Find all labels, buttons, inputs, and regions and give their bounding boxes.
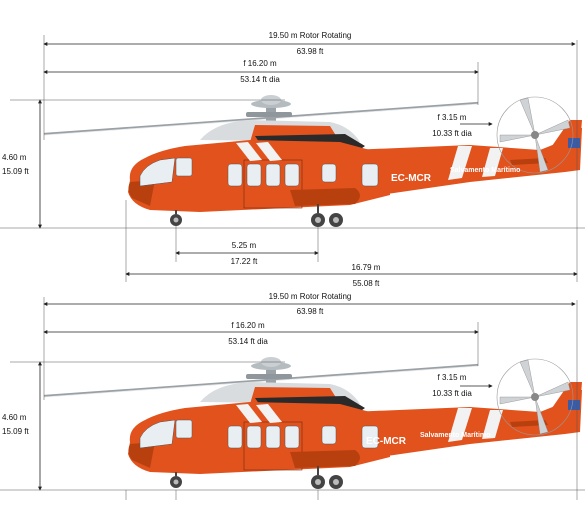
wheelbase: 5.25 m <box>232 241 257 250</box>
height: 4.60 m <box>2 153 27 162</box>
view-bottom: 19.50 m Rotor Rotating 63.98 ft f 16.20 … <box>0 292 585 500</box>
main-rotor-diameter-ft: 53.14 ft dia <box>240 75 280 84</box>
tail-rotor-diameter-ft: 10.33 ft dia <box>432 129 472 138</box>
helicopter-side-view-2 <box>42 355 584 491</box>
tail-rotor-diameter: f 3.15 m <box>438 113 467 122</box>
rotor-rotating-length-ft: 63.98 ft <box>297 47 324 56</box>
height: 4.60 m <box>2 413 27 422</box>
livery-text: Salvamento Marítimo <box>420 432 490 439</box>
overall-length-ft: 55.08 ft <box>353 279 380 288</box>
tail-rotor-diameter-ft: 10.33 ft dia <box>432 389 472 398</box>
rotor-rotating-length: 19.50 m Rotor Rotating <box>269 31 352 40</box>
tail-rotor-diameter: f 3.15 m <box>438 373 467 382</box>
registration-mark: EC-MCR <box>366 436 407 447</box>
wheelbase-ft: 17.22 ft <box>231 257 258 266</box>
main-rotor-diameter: f 16.20 m <box>231 321 265 330</box>
main-rotor-diameter-ft: 53.14 ft dia <box>228 337 268 346</box>
height-ft: 15.09 ft <box>2 427 29 436</box>
main-rotor-diameter: f 16.20 m <box>243 59 277 68</box>
overall-length: 16.79 m <box>352 263 381 272</box>
helicopter-side-view-1 <box>42 93 584 229</box>
height-ft: 15.09 ft <box>2 167 29 176</box>
view-top: 19.50 m Rotor Rotating 63.98 ft f 16.20 … <box>0 31 585 288</box>
rotor-rotating-length-ft: 63.98 ft <box>297 307 324 316</box>
livery-text: Salvamento Marítimo <box>450 167 520 174</box>
registration-mark: EC-MCR <box>391 173 432 184</box>
rotor-rotating-length: 19.50 m Rotor Rotating <box>269 292 352 301</box>
